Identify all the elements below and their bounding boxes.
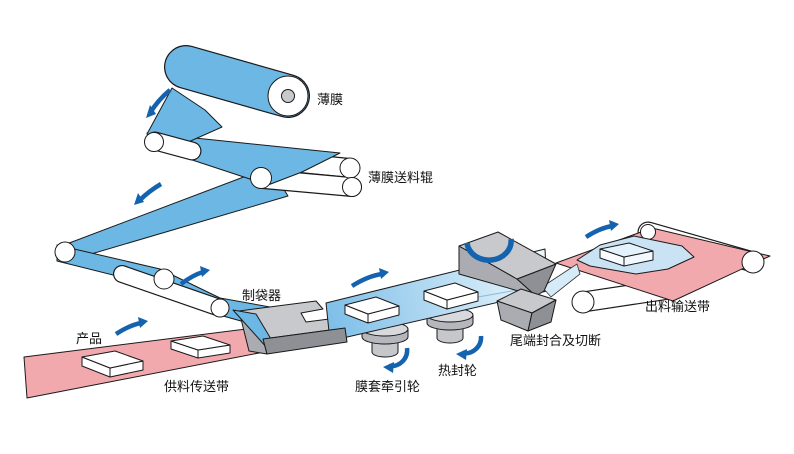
label-traction-wheel: 膜套牵引轮	[355, 379, 420, 394]
label-film: 薄膜	[317, 92, 343, 107]
label-outfeed-conveyor: 出料输送带	[645, 299, 710, 314]
label-bag-former: 制袋器	[242, 288, 281, 303]
bag-former-front	[262, 327, 348, 355]
product-box	[170, 335, 231, 359]
arrow-web-down	[138, 182, 163, 202]
labels: 薄膜 薄膜送料辊 制袋器 产品 供料传送带 膜套牵引轮 热封轮 尾端封合及切断 …	[76, 92, 710, 394]
arrow-jaw-rotate-arc	[464, 238, 514, 263]
label-infeed-conveyor: 供料传送带	[164, 379, 229, 394]
arrow-product	[114, 320, 142, 336]
roller-cap	[339, 157, 361, 179]
label-heat-seal-wheel: 热封轮	[438, 363, 477, 378]
arrow-tube	[350, 271, 383, 288]
film-roll	[164, 45, 310, 118]
roller-cap	[250, 167, 272, 189]
tension-rollers	[113, 265, 230, 318]
roller-cap	[54, 241, 76, 263]
product-box	[81, 350, 144, 378]
flow-arrows	[114, 88, 619, 373]
wrapped-package	[576, 235, 695, 275]
arrow-band-right	[179, 269, 204, 286]
label-product: 产品	[76, 331, 102, 346]
film-tail	[541, 263, 581, 298]
product-in-tube	[344, 296, 400, 324]
label-end-seal-cutoff: 尾端封合及切断	[510, 333, 601, 348]
label-film-feed-roller: 薄膜送料辊	[368, 170, 433, 185]
arrow-outfeed	[584, 223, 613, 239]
roller-cap	[342, 177, 362, 197]
guide-roller	[144, 131, 202, 161]
product-in-tube	[423, 282, 479, 310]
